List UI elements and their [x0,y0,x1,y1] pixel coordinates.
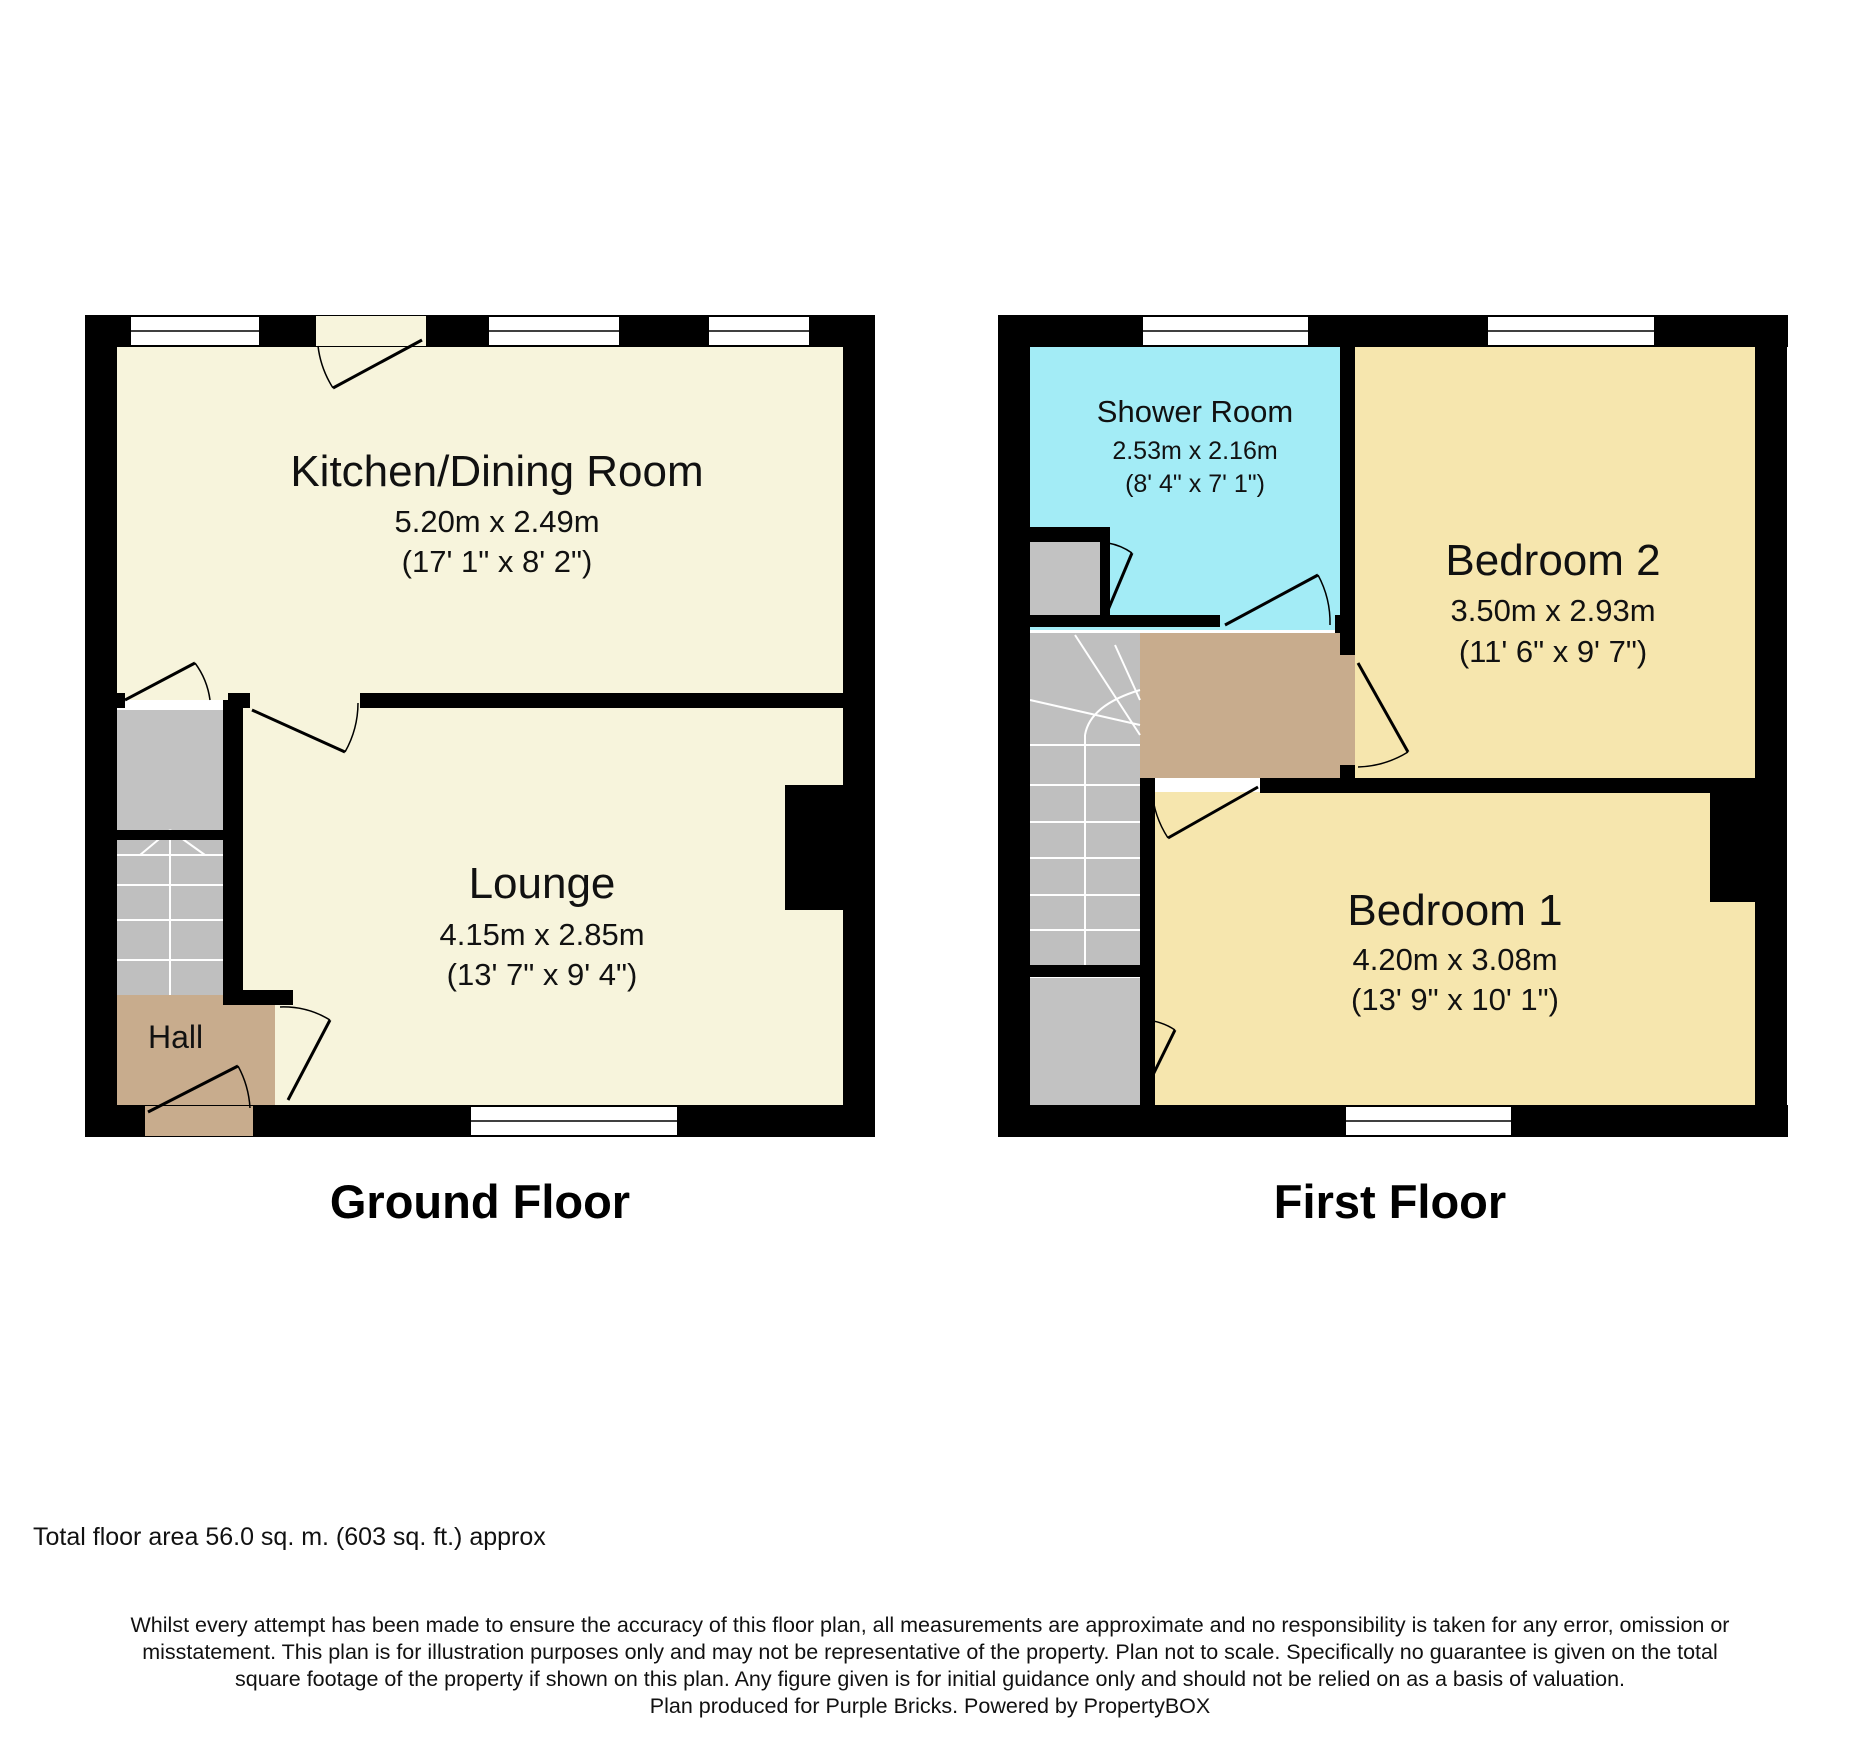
first-cupboard-bottom [1030,978,1140,1107]
bedroom-2-imperial: (11' 6" x 9' 7") [1459,634,1647,669]
bedroom-1-metric: 4.20m x 3.08m [1352,942,1557,977]
disclaimer-line: square footage of the property if shown … [234,1667,1626,1691]
disclaimer: Whilst every attempt has been made to en… [40,1612,1820,1720]
ground-floor-title: Ground Floor [330,1175,630,1228]
bedroom-1-name: Bedroom 1 [1347,886,1562,935]
kitchen-dining-room-metric: 5.20m x 2.49m [394,504,599,539]
lounge-imperial: (13' 7" x 9' 4") [447,957,638,992]
bedroom-1-imperial: (13' 9" x 10' 1") [1351,982,1559,1017]
bedroom-2-area [1355,345,1755,780]
bedroom-1-area [1150,792,1755,1107]
ground-window-glazing [130,330,810,1122]
first-doors [1106,542,1410,1086]
kitchen-dining-room-name: Kitchen/Dining Room [290,447,703,496]
first-cupboard-top [1030,542,1100,615]
shower-room-metric: 2.53m x 2.16m [1112,437,1277,465]
disclaimer-line: misstatement. This plan is for illustrat… [142,1640,1718,1664]
landing-area [1140,633,1355,778]
rear-door-opening [316,316,426,346]
disclaimer-line: Whilst every attempt has been made to en… [130,1613,1730,1637]
shower-room-imperial: (8' 4" x 7' 1") [1125,470,1265,498]
shower-room-name: Shower Room [1097,394,1293,429]
first-floor-plan: Shower Room 2.53m x 2.16m (8' 4" x 7' 1"… [998,315,1788,1228]
first-walls [998,315,1788,1137]
first-window-glazing [1142,330,1655,1122]
disclaimer-line: Plan produced for Purple Bricks. Powered… [649,1694,1211,1718]
lounge-name: Lounge [469,859,616,908]
bedroom-2-metric: 3.50m x 2.93m [1450,593,1655,628]
first-stair-treads [1029,634,1141,965]
front-door-opening [145,1106,253,1136]
lounge-metric: 4.15m x 2.85m [439,917,644,952]
ground-floor-plan: Kitchen/Dining Room 5.20m x 2.49m (17' 1… [85,315,875,1228]
lounge-area [230,700,845,1107]
kitchen-dining-room-area [100,345,845,700]
kitchen-dining-room-imperial: (17' 1" x 8' 2") [402,544,593,579]
ground-doors [124,338,423,1114]
bedroom-2-name: Bedroom 2 [1445,536,1660,585]
hall-name: Hall [148,1019,203,1055]
ground-cupboard [115,710,225,830]
first-floor-title: First Floor [1274,1175,1506,1228]
total-floor-area: Total floor area 56.0 sq. m. (603 sq. ft… [33,1523,546,1551]
